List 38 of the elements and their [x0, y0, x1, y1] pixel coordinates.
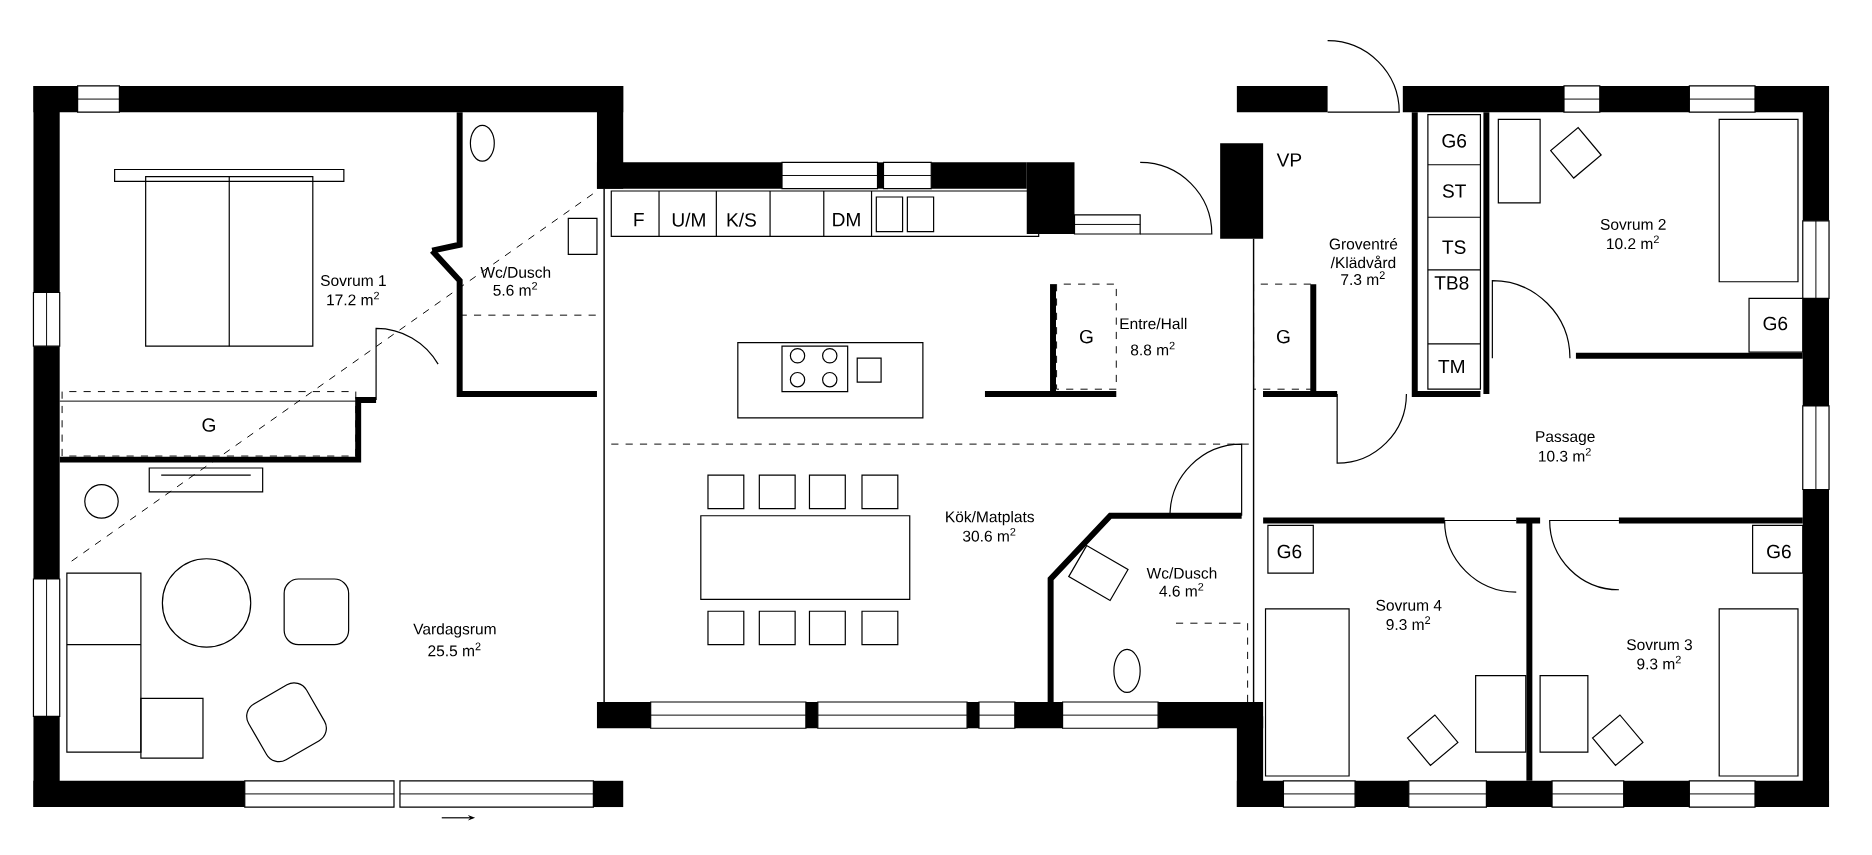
area-label: 10.2 m$^{2}$ — [1607, 235, 1659, 250]
area-label: 8.8 m$^{2}$ — [1130, 341, 1175, 356]
area-label: 25.5 m$^{2}$ — [428, 642, 481, 657]
storage-label: K/S — [727, 212, 756, 227]
area-label: 9.3 m$^{2}$ — [1386, 616, 1431, 631]
storage-label: G — [202, 418, 215, 432]
storage-label: G6 — [1767, 544, 1791, 559]
room-name: Sovrum 1 — [320, 275, 386, 287]
storage-label: G6 — [1277, 544, 1302, 559]
storage-label: G6 — [1763, 316, 1788, 331]
storage-label: ST — [1442, 184, 1466, 198]
room-name: Entre/Hall — [1120, 317, 1187, 330]
storage-label: F — [634, 213, 644, 227]
area-label: 17.2 m$^{2}$ — [327, 291, 379, 306]
storage-label: G — [1276, 330, 1290, 344]
storage-label: TB8 — [1434, 276, 1469, 290]
room-name: Sovrum 3 — [1627, 639, 1692, 651]
area-label: 4.6 m$^{2}$ — [1159, 583, 1204, 597]
room-name: Sovrum 4 — [1376, 599, 1442, 611]
storage-label: G — [1080, 330, 1093, 344]
storage-label: TS — [1442, 240, 1466, 254]
room-name: Sovrum 2 — [1600, 219, 1666, 231]
storage-label: TM — [1438, 360, 1464, 374]
room-name: Passage — [1536, 431, 1595, 446]
storage-label: VP — [1276, 153, 1302, 167]
storage-label: G6 — [1442, 134, 1467, 148]
room-name: Wc/Dusch — [1146, 567, 1217, 579]
area-label: 9.3 m$^{2}$ — [1637, 655, 1681, 670]
area-label: 5.6 m$^{2}$ — [493, 282, 538, 296]
storage-label: U/M — [672, 212, 705, 227]
room-name: Vardagsrum — [413, 623, 496, 638]
room-name: Groventré /Klädvård — [1329, 238, 1398, 269]
storage-label: DM — [833, 213, 860, 227]
area-label: 30.6 m$^{2}$ — [963, 528, 1016, 542]
room-name: Wc/Dusch — [480, 266, 551, 278]
area-label: 7.3 m$^{2}$ — [1341, 271, 1385, 286]
room-name: Kök/Matplats — [946, 511, 1034, 526]
area-label: 10.3 m$^{2}$ — [1539, 448, 1591, 462]
